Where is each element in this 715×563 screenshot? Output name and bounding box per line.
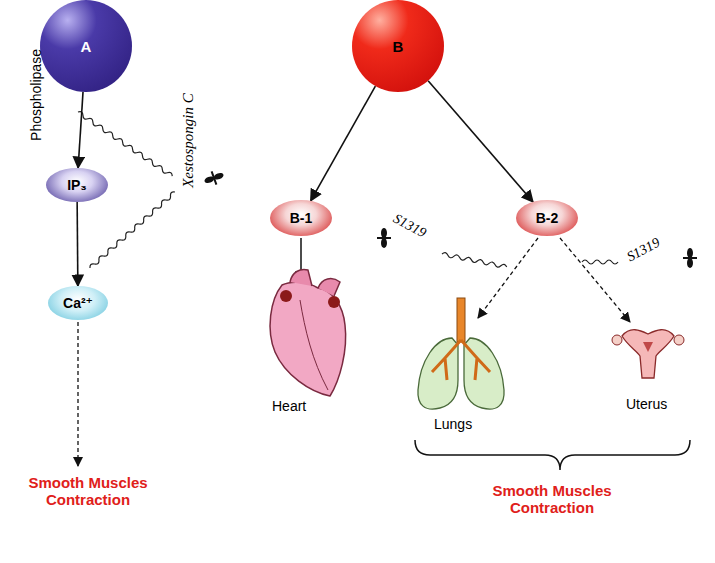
inhibitor-symbol	[683, 248, 697, 268]
pathway-arrow	[78, 92, 83, 168]
receptor-circle: A	[40, 0, 132, 92]
node-label: A	[81, 38, 92, 55]
inhibitor-symbol	[202, 168, 226, 188]
dashed-arrow	[478, 238, 538, 318]
pathway-arrow	[428, 81, 533, 202]
node-label: B-2	[536, 210, 559, 226]
inhibition-wave	[77, 110, 174, 177]
uterus-illustration	[612, 330, 684, 378]
node-label: Ca²⁺	[63, 295, 93, 311]
receptor-circle: B	[352, 0, 444, 92]
effect-label: Smooth Muscles Contraction	[482, 482, 622, 516]
node-label: B-1	[290, 210, 313, 226]
lungs-illustration	[418, 298, 504, 409]
dashed-arrow	[560, 238, 630, 322]
inhibitor-label: Xestospongin C	[180, 93, 197, 188]
brace	[415, 440, 690, 470]
pathway-arrow	[76, 202, 78, 286]
subtype-oval: B-1	[270, 200, 332, 236]
node-label: B	[393, 38, 404, 55]
subtype-oval: B-2	[516, 200, 578, 236]
inhibition-wave	[442, 252, 508, 269]
heart-illustration	[270, 270, 346, 397]
pathway-arrow	[311, 86, 376, 201]
organ-label: Uterus	[626, 396, 667, 412]
organ-label: Lungs	[434, 416, 472, 432]
inhibitor-symbol	[377, 228, 391, 248]
inhibition-wave	[582, 260, 618, 264]
dashed-arrow	[77, 322, 78, 466]
inhibitor-label: S1319	[390, 211, 428, 242]
enzyme-label: Phospholipase	[28, 49, 44, 141]
inhibitor-label: S1319	[624, 235, 662, 266]
inhibition-wave	[89, 191, 177, 270]
ion-oval: Ca²⁺	[48, 286, 108, 320]
messenger-oval: IP₃	[46, 168, 108, 202]
effect-label: Smooth Muscles Contraction	[18, 474, 158, 508]
organ-label: Heart	[272, 398, 306, 414]
node-label: IP₃	[67, 177, 87, 193]
